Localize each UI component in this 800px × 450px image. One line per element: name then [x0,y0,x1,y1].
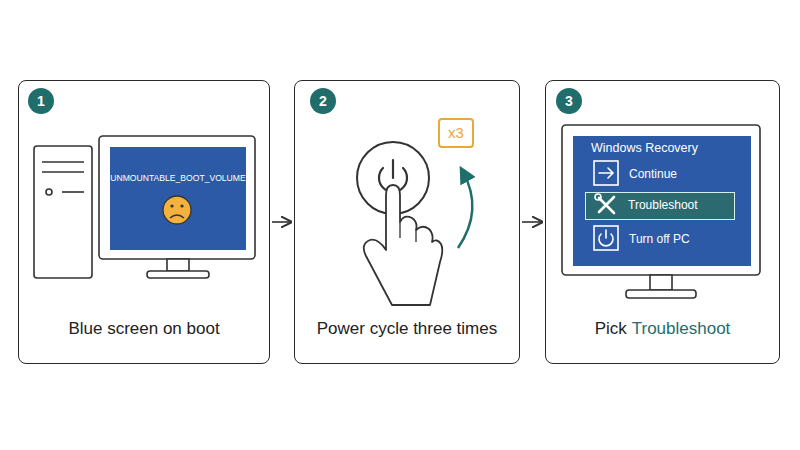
repeat-arrow [458,172,472,248]
menu-item: Turn off PC [593,226,735,252]
flow-arrow [272,221,291,223]
node-text: Troubleshoot [632,319,731,338]
node-text: Pick [595,319,627,338]
wrench-head [595,194,601,200]
power-symbol [379,160,407,192]
step-panel: Power cycle three times 2 x3 [294,80,520,364]
node-text: UNMOUNTABLE_BOOT_VOLUME [110,173,245,183]
step-number: 3 [556,88,582,114]
troubleshoot-icon [599,197,614,213]
menu-item: Continue [593,161,735,187]
text-block: 2 [310,88,336,114]
tower-button [46,189,52,195]
monitor-neck [650,275,672,290]
text-block: 1 [28,88,54,114]
text-block: Power cycle three times [295,319,519,339]
text-block: Turn off PC [593,226,735,252]
pressing-hand [364,185,443,305]
finger-line [400,222,416,242]
node-text: 1 [37,93,45,109]
node-text: 2 [319,93,327,109]
face-eye [170,204,173,207]
pc-tower [34,146,92,278]
text-block: x3 [440,120,472,146]
node-text: Blue screen on boot [68,319,219,338]
node-text: x3 [448,124,464,141]
recovery-screen: Windows RecoveryContinueTroubleshootTurn… [573,136,751,266]
step-panel: Blue screen on boot 1UNMOUNTABLE_BOOT_VOL… [18,80,270,364]
text-block: 3 [556,88,582,114]
power-button [357,142,429,214]
face-mouth [170,215,184,218]
node-text: Continue [629,167,677,181]
text-block: Windows Recovery [591,141,698,155]
menu-item: Troubleshoot [585,192,735,220]
face-eye [180,204,183,207]
step-number: 2 [310,88,336,114]
continue-arrow [599,168,613,178]
bsod-screen: UNMOUNTABLE_BOOT_VOLUME [110,147,246,250]
drive-bay [42,171,84,173]
continue-icon [594,161,618,185]
step-panel: Pick Troubleshoot 3Windows RecoveryContinu… [545,80,780,364]
text-block: Blue screen on boot [19,319,269,339]
text-block: Continue [593,161,735,187]
node-text: Power cycle three times [317,319,497,338]
power-icon-symbol [599,230,613,246]
node-text: 3 [565,93,573,109]
sad-face [163,196,191,224]
drive-bay [42,161,84,163]
text-block: Pick Troubleshoot [546,319,779,339]
flow-arrow [522,221,542,223]
node-text: Troubleshoot [628,198,698,212]
power-icon [594,226,618,250]
monitor-frame [562,125,760,275]
monitor-base [626,290,696,298]
text-block: Troubleshoot [586,193,734,218]
node-text: Windows Recovery [591,141,698,155]
monitor-frame [99,136,255,259]
step-number: 1 [28,88,54,114]
repeat-badge: x3 [438,118,474,148]
text-block: UNMOUNTABLE_BOOT_VOLUME [110,173,246,183]
monitor-neck [167,259,189,271]
node-text: Turn off PC [629,232,690,246]
monitor-base [147,271,209,278]
tower-slot [62,191,84,193]
